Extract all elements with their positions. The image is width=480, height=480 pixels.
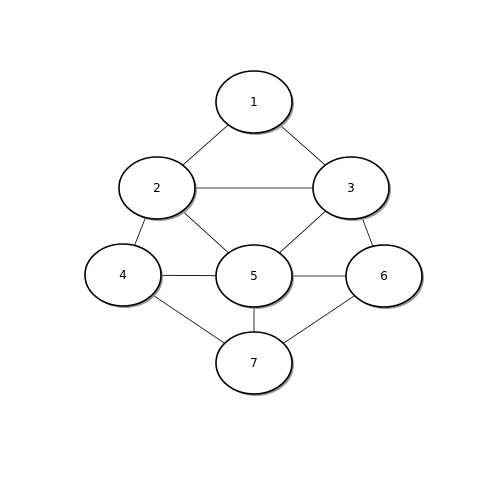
node-ellipse[interactable] bbox=[215, 70, 293, 134]
node-ellipse[interactable] bbox=[215, 331, 293, 395]
edge-2-4 bbox=[134, 217, 146, 246]
nodes-layer: 1 2 3 4 5 6 7 bbox=[84, 70, 424, 396]
edge-4-7 bbox=[152, 294, 225, 344]
node-label: 3 bbox=[347, 181, 355, 195]
edges-layer bbox=[134, 124, 374, 344]
node-1[interactable]: 1 bbox=[215, 70, 294, 135]
edge-2-5 bbox=[182, 210, 229, 254]
node-ellipse[interactable] bbox=[118, 156, 196, 220]
node-ellipse[interactable] bbox=[312, 156, 390, 220]
node-5[interactable]: 5 bbox=[215, 244, 294, 309]
node-2[interactable]: 2 bbox=[118, 156, 197, 221]
node-7[interactable]: 7 bbox=[215, 331, 294, 396]
edge-1-2 bbox=[182, 124, 229, 166]
node-label: 2 bbox=[153, 181, 161, 195]
edge-3-6 bbox=[361, 217, 374, 247]
node-4[interactable]: 4 bbox=[84, 243, 163, 308]
edge-6-7 bbox=[283, 295, 355, 344]
node-ellipse[interactable] bbox=[215, 244, 293, 308]
node-label: 5 bbox=[250, 269, 258, 283]
node-label: 1 bbox=[250, 95, 258, 109]
node-label: 4 bbox=[119, 268, 127, 282]
node-label: 6 bbox=[380, 269, 388, 283]
node-ellipse[interactable] bbox=[345, 244, 423, 308]
edge-1-3 bbox=[279, 124, 326, 166]
node-ellipse[interactable] bbox=[84, 243, 162, 307]
node-6[interactable]: 6 bbox=[345, 244, 424, 309]
node-label: 7 bbox=[250, 356, 258, 370]
node-3[interactable]: 3 bbox=[312, 156, 391, 221]
edge-3-5 bbox=[279, 210, 326, 254]
